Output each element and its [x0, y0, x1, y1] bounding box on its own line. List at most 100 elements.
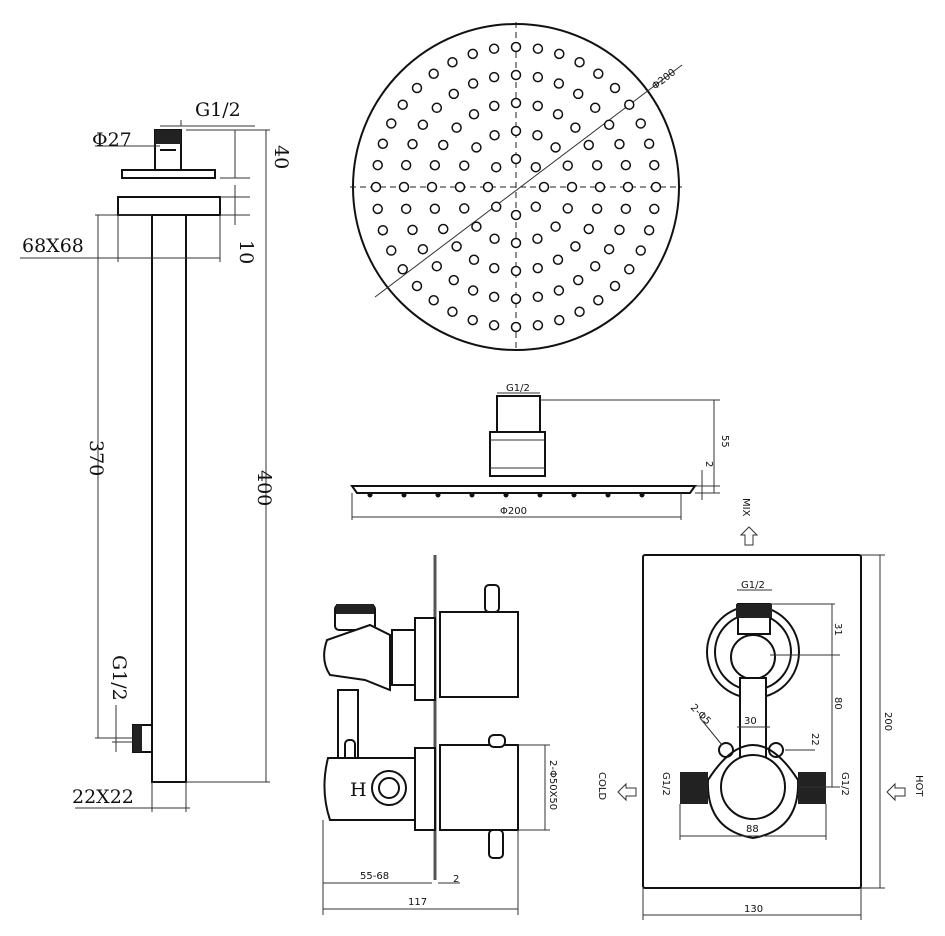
nozzle: [451, 241, 462, 252]
nozzle: [620, 203, 632, 215]
nozzle: [572, 274, 584, 286]
nozzle: [550, 221, 561, 232]
nozzle: [609, 82, 621, 94]
nozzle: [459, 203, 470, 214]
nozzle: [488, 320, 500, 331]
nozzle: [591, 160, 603, 171]
arm-flange-height-label: 40: [270, 145, 292, 169]
nozzle: [488, 43, 500, 54]
nozzle: [451, 122, 462, 133]
valve-plate-label: 2: [453, 874, 459, 885]
nozzle: [583, 223, 594, 235]
nozzle: [510, 153, 522, 165]
nozzle: [650, 181, 662, 193]
arm-inlet-label: G1/2: [195, 99, 241, 121]
nozzle: [609, 280, 621, 292]
nozzle: [428, 295, 439, 306]
valve-depth-label: 55-68: [360, 871, 389, 882]
nozzle: [447, 57, 458, 68]
nozzle: [471, 221, 482, 232]
nozzle: [589, 102, 601, 114]
nozzle: [468, 254, 480, 265]
nozzle: [429, 203, 441, 214]
nozzle: [570, 241, 581, 252]
nozzle: [448, 88, 460, 100]
head-side-height-label: 55: [719, 435, 730, 448]
head-side-diameter-label: Φ200: [500, 506, 527, 517]
nozzle: [620, 159, 632, 171]
nozzle: [614, 138, 625, 150]
side-nozzle: [639, 492, 645, 498]
nozzle: [510, 97, 522, 109]
valve-total-label: 117: [408, 897, 427, 908]
nozzle: [386, 118, 397, 129]
arm-flange-label: 68X68: [22, 235, 84, 257]
dim-31-label: 31: [832, 623, 843, 636]
nozzle: [593, 68, 604, 79]
nozzle: [553, 78, 565, 89]
nozzle: [614, 224, 625, 236]
nozzle: [591, 203, 603, 214]
nozzle: [467, 78, 479, 89]
nozzle: [566, 181, 578, 193]
head-top-diameter-label: Φ200: [650, 67, 678, 92]
nozzle: [488, 71, 500, 83]
nozzle: [510, 265, 522, 277]
top-thread-label: G1/2: [741, 580, 765, 591]
arm-length-total-label: 400: [253, 470, 275, 506]
nozzle: [603, 243, 615, 255]
hot-label: HOT: [913, 775, 924, 797]
mix-label: MIX: [740, 498, 751, 517]
nozzle: [377, 138, 389, 149]
nozzle: [538, 181, 550, 193]
nozzle: [532, 262, 543, 274]
dim-80-label: 80: [832, 697, 843, 710]
nozzle: [603, 119, 615, 131]
side-nozzles: [367, 492, 645, 498]
nozzle: [397, 99, 408, 110]
arm-outlet-label: G1/2: [108, 655, 130, 701]
nozzle: [530, 161, 542, 173]
side-nozzle: [401, 492, 407, 498]
nozzle: [635, 118, 646, 129]
nozzle: [407, 224, 418, 236]
nozzle: [467, 314, 478, 326]
nozzle: [550, 142, 561, 153]
nozzle: [448, 274, 460, 286]
nozzle: [454, 181, 466, 193]
head-side-thread-label: G1/2: [506, 383, 530, 394]
nozzle: [489, 130, 500, 141]
nozzle: [649, 203, 660, 215]
nozzle: [593, 295, 604, 306]
nozzle: [467, 285, 479, 296]
side-nozzle: [537, 492, 543, 498]
nozzle: [468, 109, 480, 120]
dim-30-label: 30: [744, 716, 757, 727]
nozzle: [426, 181, 438, 193]
arm-diameter-label: Φ27: [92, 129, 132, 151]
nozzle: [510, 209, 522, 221]
shower-head-side-view: G1/2 55 2 Φ200: [350, 383, 730, 520]
nozzle: [377, 225, 389, 236]
nozzle: [397, 264, 408, 275]
arm-flange-thk-label: 10: [235, 240, 257, 264]
nozzle: [459, 160, 470, 171]
nozzle: [532, 320, 544, 331]
nozzle: [489, 100, 500, 112]
nozzle: [370, 181, 382, 193]
nozzle: [490, 201, 502, 213]
arm-section-label: 22X22: [72, 786, 134, 808]
nozzle: [589, 260, 601, 272]
nozzle: [400, 203, 412, 215]
nozzle: [510, 41, 522, 53]
dim-88-label: 88: [746, 824, 759, 835]
nozzle: [489, 233, 500, 244]
nozzle: [417, 119, 429, 131]
nozzle: [438, 223, 449, 235]
nozzle: [428, 68, 439, 79]
nozzle: [635, 245, 646, 256]
nozzle: [532, 43, 544, 54]
nozzle: [643, 138, 655, 149]
nozzle: [510, 293, 522, 305]
nozzle: [554, 314, 565, 326]
